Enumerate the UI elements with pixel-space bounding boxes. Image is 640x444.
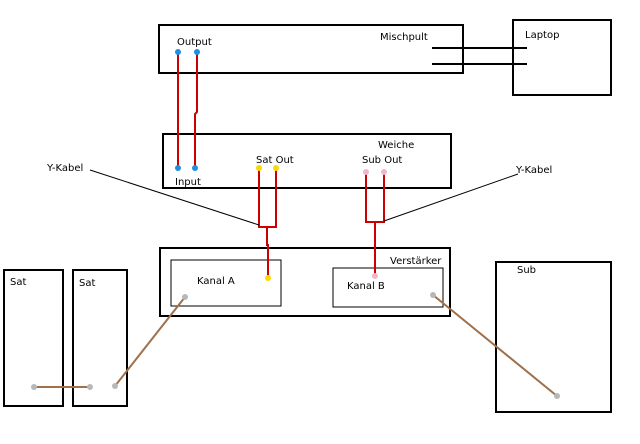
mixer-label: Mischpult: [380, 32, 428, 43]
channel-a-output-port: [182, 294, 188, 300]
sat-right-label: Sat: [79, 278, 95, 289]
sub-box: [495, 261, 612, 413]
sat-right-port-link: [87, 384, 93, 390]
sub-label: Sub: [517, 265, 536, 276]
y-cable-pointer-left: [89, 169, 260, 226]
sub-out-port-left: [363, 169, 369, 175]
speaker-cable-channel-b: [432, 294, 558, 397]
laptop-box: [512, 19, 612, 96]
audio-cable-output-right: [194, 52, 198, 167]
channel-a-input-port: [265, 275, 271, 281]
crossover-input-label: Input: [175, 177, 201, 188]
crossover-input-port-left: [175, 165, 181, 171]
sat-out-port-right: [273, 165, 279, 171]
crossover-box: [162, 133, 452, 189]
sub-out-label: Sub Out: [362, 155, 402, 166]
channel-b-box: [332, 267, 444, 308]
mixer-output-label: Output: [177, 37, 212, 48]
sat-left-box: [3, 269, 64, 407]
sat-right-port-input: [112, 383, 118, 389]
y-cable-sub-out: [365, 172, 385, 223]
sat-right-box: [72, 269, 128, 407]
y-cable-sat-out-stem: [266, 227, 269, 278]
channel-a-label: Kanal A: [197, 276, 235, 287]
channel-b-output-port: [430, 292, 436, 298]
laptop-label: Laptop: [525, 30, 559, 41]
mixer-output-port-left: [175, 49, 181, 55]
y-cable-sat-out: [258, 168, 277, 228]
y-cable-label-right: Y-Kabel: [515, 165, 552, 176]
sub-port: [554, 393, 560, 399]
sat-out-port-left: [256, 165, 262, 171]
amplifier-box: [159, 247, 451, 317]
sub-out-port-right: [381, 169, 387, 175]
sat-left-label: Sat: [10, 277, 26, 288]
sat-left-port: [31, 384, 37, 390]
channel-b-label: Kanal B: [347, 281, 385, 292]
amplifier-label: Verstärker: [390, 256, 442, 267]
mixer-output-port-right: [194, 49, 200, 55]
y-cable-pointer-right: [383, 173, 519, 222]
y-cable-label-left: Y-Kabel: [46, 163, 83, 174]
speaker-cable-channel-a: [114, 296, 186, 387]
sat-out-label: Sat Out: [256, 155, 294, 166]
channel-a-box: [170, 259, 282, 307]
crossover-input-port-right: [192, 165, 198, 171]
crossover-label: Weiche: [378, 140, 414, 151]
channel-b-input-port: [372, 273, 378, 279]
